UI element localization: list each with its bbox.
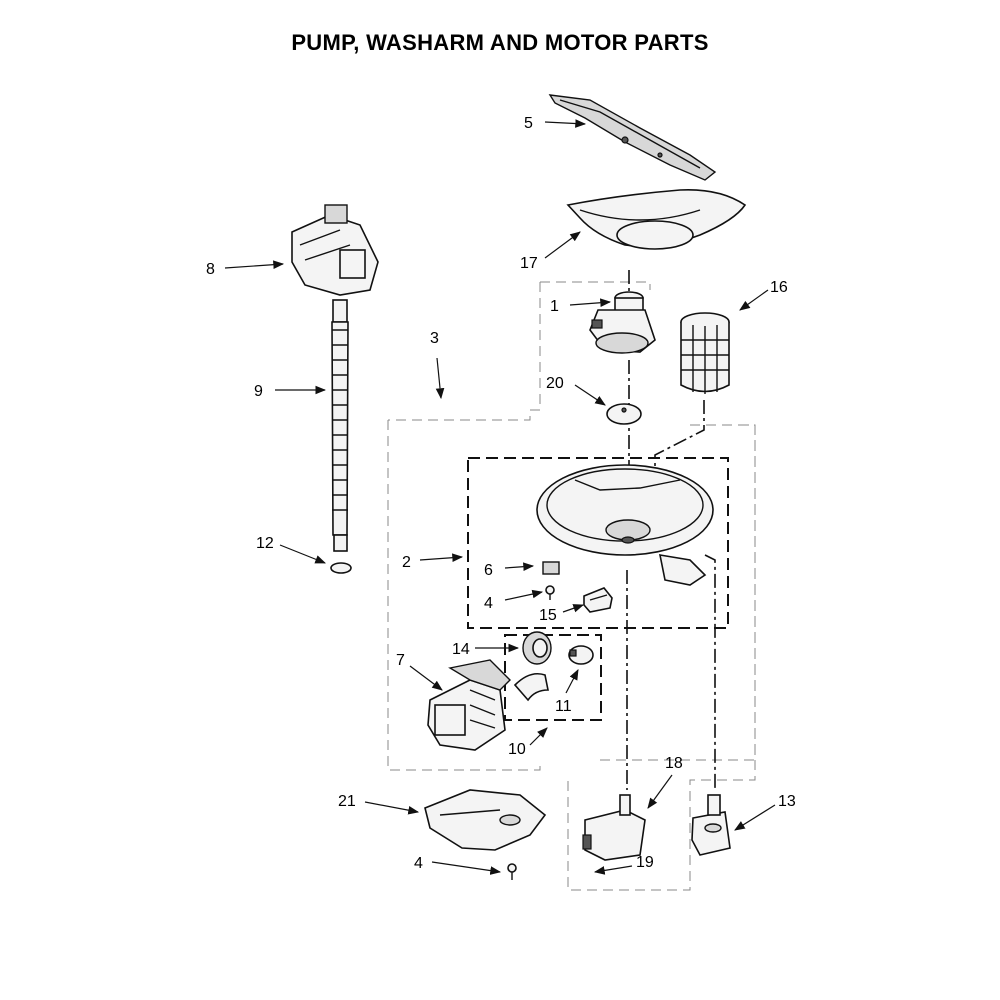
leader-18 [647,774,673,809]
leader-8 [224,260,285,269]
spray-arm-deflector-part[interactable] [566,188,747,250]
callout-15: 15 [539,607,557,624]
drain-hose-part[interactable] [331,299,349,552]
gasket-part[interactable] [606,403,642,425]
leader-13 [734,804,776,831]
callout-3: 3 [430,330,439,347]
callout-18: 18 [665,755,683,772]
callout-4-lower: 4 [414,855,423,872]
callout-12: 12 [256,535,274,552]
callout-6: 6 [484,562,493,579]
screw-lower-part[interactable] [507,863,517,880]
group-3-boundary-right [567,424,756,891]
sump-assembly-part[interactable] [536,464,714,586]
filter-part[interactable] [680,312,730,394]
callout-16: 16 [770,279,788,296]
centerline-pressure-switch [704,554,716,790]
connector-part[interactable] [583,587,613,613]
diagram-title: PUMP, WASHARM AND MOTOR PARTS [291,30,709,55]
leader-2 [419,553,464,563]
leader-16 [739,289,769,311]
leader-1 [569,298,612,308]
cover-part[interactable] [424,789,547,851]
group-10-boundary [504,634,602,721]
leader-5 [544,119,587,128]
leader-6 [504,562,535,572]
callout-8: 8 [206,261,215,278]
clip-part[interactable] [542,561,560,575]
callout-20: 20 [546,375,564,392]
leader-17 [544,231,581,259]
seal-part[interactable] [522,631,552,665]
leader-3 [435,357,445,400]
hose-elbow-part[interactable] [513,672,549,702]
leader-11 [565,669,579,694]
pressure-switch-part[interactable] [691,794,731,856]
sensor-part[interactable] [582,794,646,861]
leader-20 [574,384,606,406]
centerline-filter [654,400,705,520]
screw-upper-part[interactable] [545,585,555,600]
leader-4b [431,861,502,875]
callout-19: 19 [636,854,654,871]
callout-21: 21 [338,793,356,810]
group-2-boundary [467,457,729,629]
leader-10 [529,727,548,746]
callout-14: 14 [452,641,470,658]
motor-part[interactable] [291,204,379,296]
clamp-ring-part[interactable] [568,645,594,665]
callout-13: 13 [778,793,796,810]
leader-12 [279,544,327,564]
callout-9: 9 [254,383,263,400]
callout-2: 2 [402,554,411,571]
callout-11: 11 [555,698,572,715]
callout-7: 7 [396,652,405,669]
callout-10: 10 [508,741,526,758]
callout-5: 5 [524,115,533,132]
leader-15 [562,604,585,613]
callout-4-upper: 4 [484,595,493,612]
leader-19 [593,865,633,875]
leader-7 [409,665,443,691]
circulation-pump-part[interactable] [427,659,511,751]
wash-arm-part[interactable] [548,94,717,181]
leader-4a [504,589,544,601]
callout-17: 17 [520,255,538,272]
leader-21 [364,801,420,815]
callout-1: 1 [550,298,559,315]
pump-manifold-part[interactable] [589,291,656,354]
hose-clamp-part[interactable] [330,562,352,574]
